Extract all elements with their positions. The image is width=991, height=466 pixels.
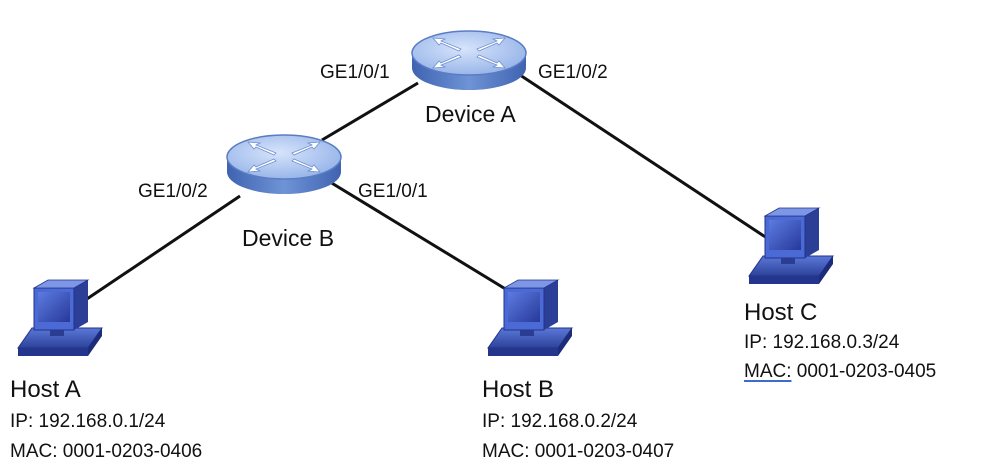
host-a-mac-value: 0001-0203-0406 — [62, 441, 203, 462]
link-device-b-host-b — [329, 180, 523, 301]
device-a-port-right-label: GE1/0/2 — [538, 62, 608, 83]
host-c-mac-label: MAC: — [744, 361, 792, 382]
host-a-mac-line: MAC: 0001-0203-0406 — [10, 442, 202, 461]
host-b-computer-icon — [487, 279, 573, 357]
host-b-mac-label: MAC: — [482, 441, 530, 462]
device-a-router-icon — [411, 30, 527, 91]
device-a-port-left-label: GE1/0/1 — [320, 62, 390, 83]
host-c-ip-label: IP: 192.168.0.3/24 — [744, 332, 900, 353]
link-device-a-host-c — [519, 73, 777, 246]
host-a-ip-label: IP: 192.168.0.1/24 — [10, 411, 166, 432]
host-c-name-label: Host C — [744, 299, 818, 326]
host-a-mac-label: MAC: — [10, 441, 58, 462]
host-c-computer-icon — [748, 207, 834, 285]
device-a-name-label: Device A — [425, 101, 516, 127]
host-b-mac-value: 0001-0203-0407 — [534, 441, 675, 462]
device-b-port-right-label: GE1/0/1 — [358, 181, 428, 202]
host-c-mac-value: 0001-0203-0405 — [796, 361, 937, 382]
host-a-computer-icon — [17, 279, 103, 357]
host-c-mac-line: MAC: 0001-0203-0405 — [744, 362, 936, 381]
host-b-mac-line: MAC: 0001-0203-0407 — [482, 442, 674, 461]
link-device-b-host-a — [71, 194, 241, 311]
host-b-ip-label: IP: 192.168.0.2/24 — [482, 411, 638, 432]
links — [71, 73, 777, 311]
host-b-name-label: Host B — [482, 376, 555, 403]
link-device-a-device-b — [321, 81, 419, 142]
device-b-port-left-label: GE1/0/2 — [138, 181, 208, 202]
device-b-name-label: Device B — [242, 225, 335, 251]
device-b-router-icon — [226, 134, 342, 195]
host-a-name-label: Host A — [10, 376, 81, 403]
